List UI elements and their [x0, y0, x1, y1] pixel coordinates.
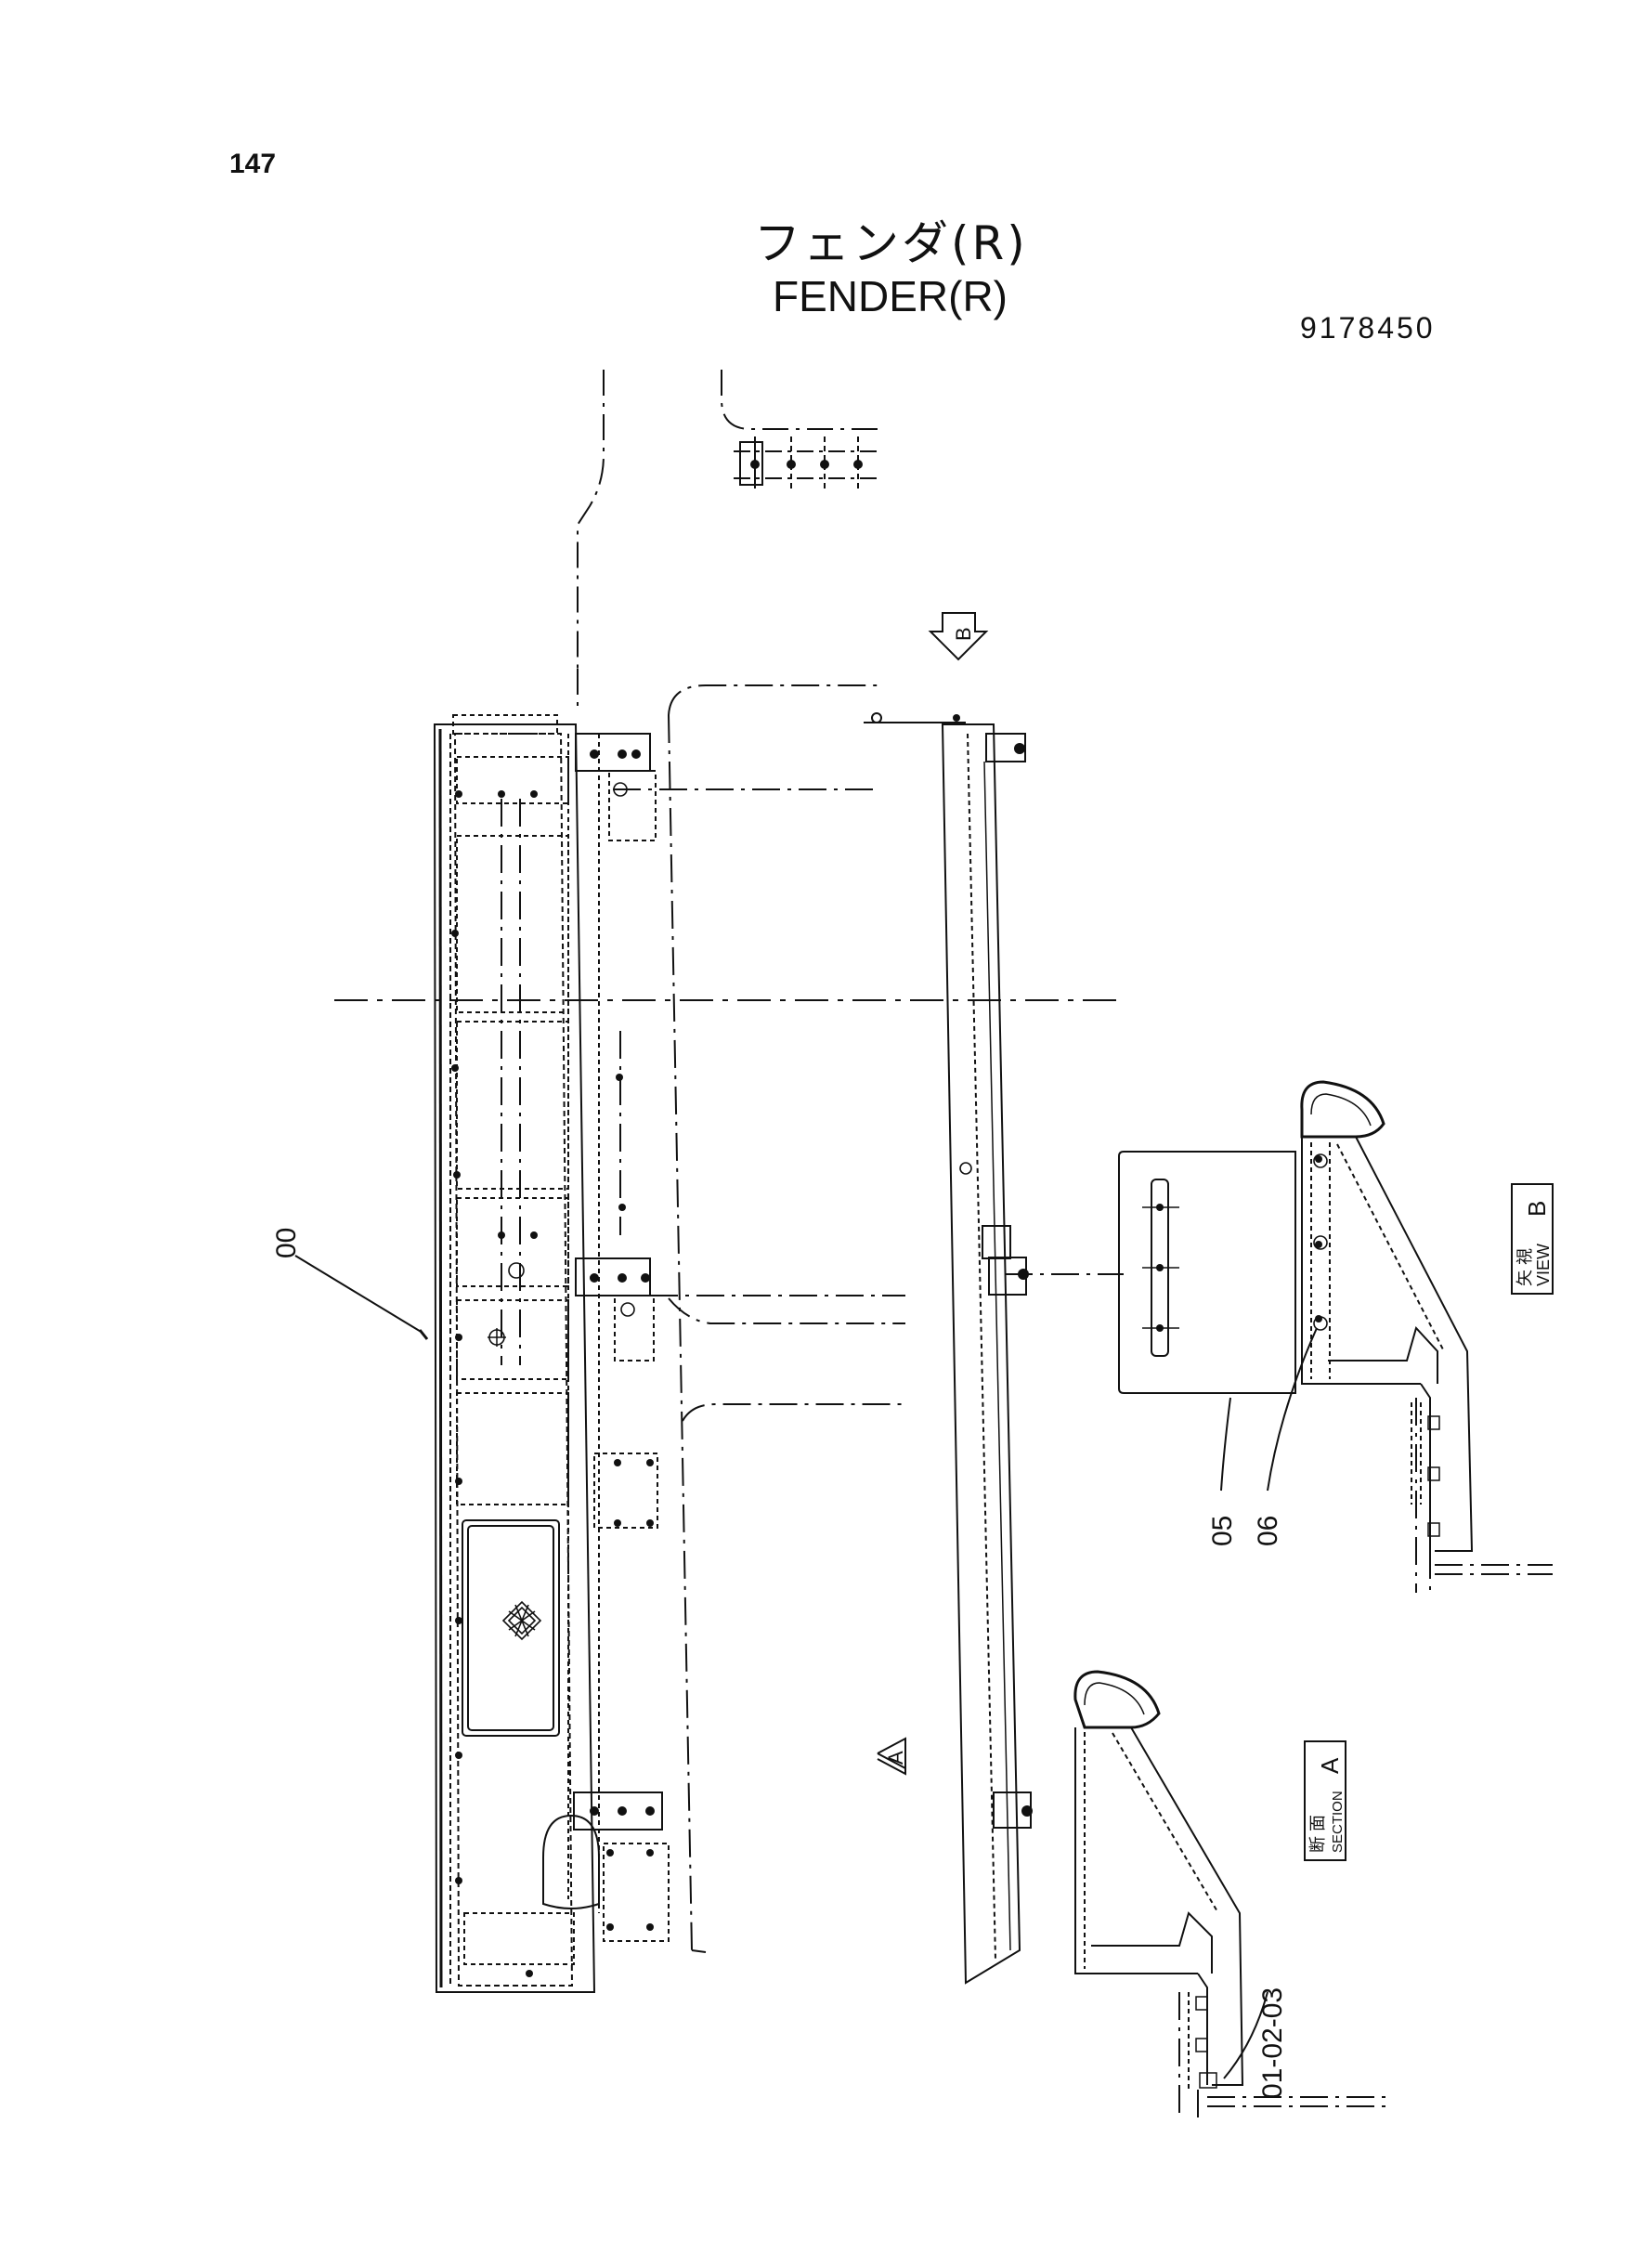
title-japanese: フェンダ(R): [754, 216, 1028, 270]
callout-00: 00: [271, 1228, 302, 1258]
mounting-brackets: [567, 684, 905, 1953]
mesh-pattern: [501, 1600, 542, 1641]
section-a-label-jp: 断 面: [1308, 1815, 1327, 1853]
callout-05: 05: [1207, 1516, 1238, 1546]
view-b-marker-letter: B: [952, 627, 975, 641]
section-a-marker-letter: A: [884, 1751, 907, 1765]
section-a-arrow: [877, 1737, 906, 1776]
top-routing-lines: [577, 370, 878, 706]
view-b-label-letter: B: [1523, 1201, 1551, 1217]
view-b-label-jp: 矢 視: [1515, 1248, 1534, 1286]
callout-01-02-03: 01-02-03: [1257, 1987, 1288, 2099]
view-b-arrow: [928, 612, 989, 661]
page-number: 147: [229, 149, 277, 179]
view-b-label-en: VIEW: [1534, 1244, 1553, 1286]
part-number: 9178450: [1300, 311, 1436, 345]
leader-lines: [294, 1255, 1318, 2079]
fender-side-profile: [864, 712, 1124, 1985]
view-b-detail: [1118, 1080, 1553, 1593]
section-a-detail: [1073, 1670, 1388, 2117]
title-english: FENDER(R): [773, 272, 1008, 320]
section-a-label-letter: A: [1316, 1757, 1344, 1774]
section-a-label-en: SECTION: [1330, 1791, 1346, 1853]
callout-06: 06: [1253, 1516, 1283, 1546]
